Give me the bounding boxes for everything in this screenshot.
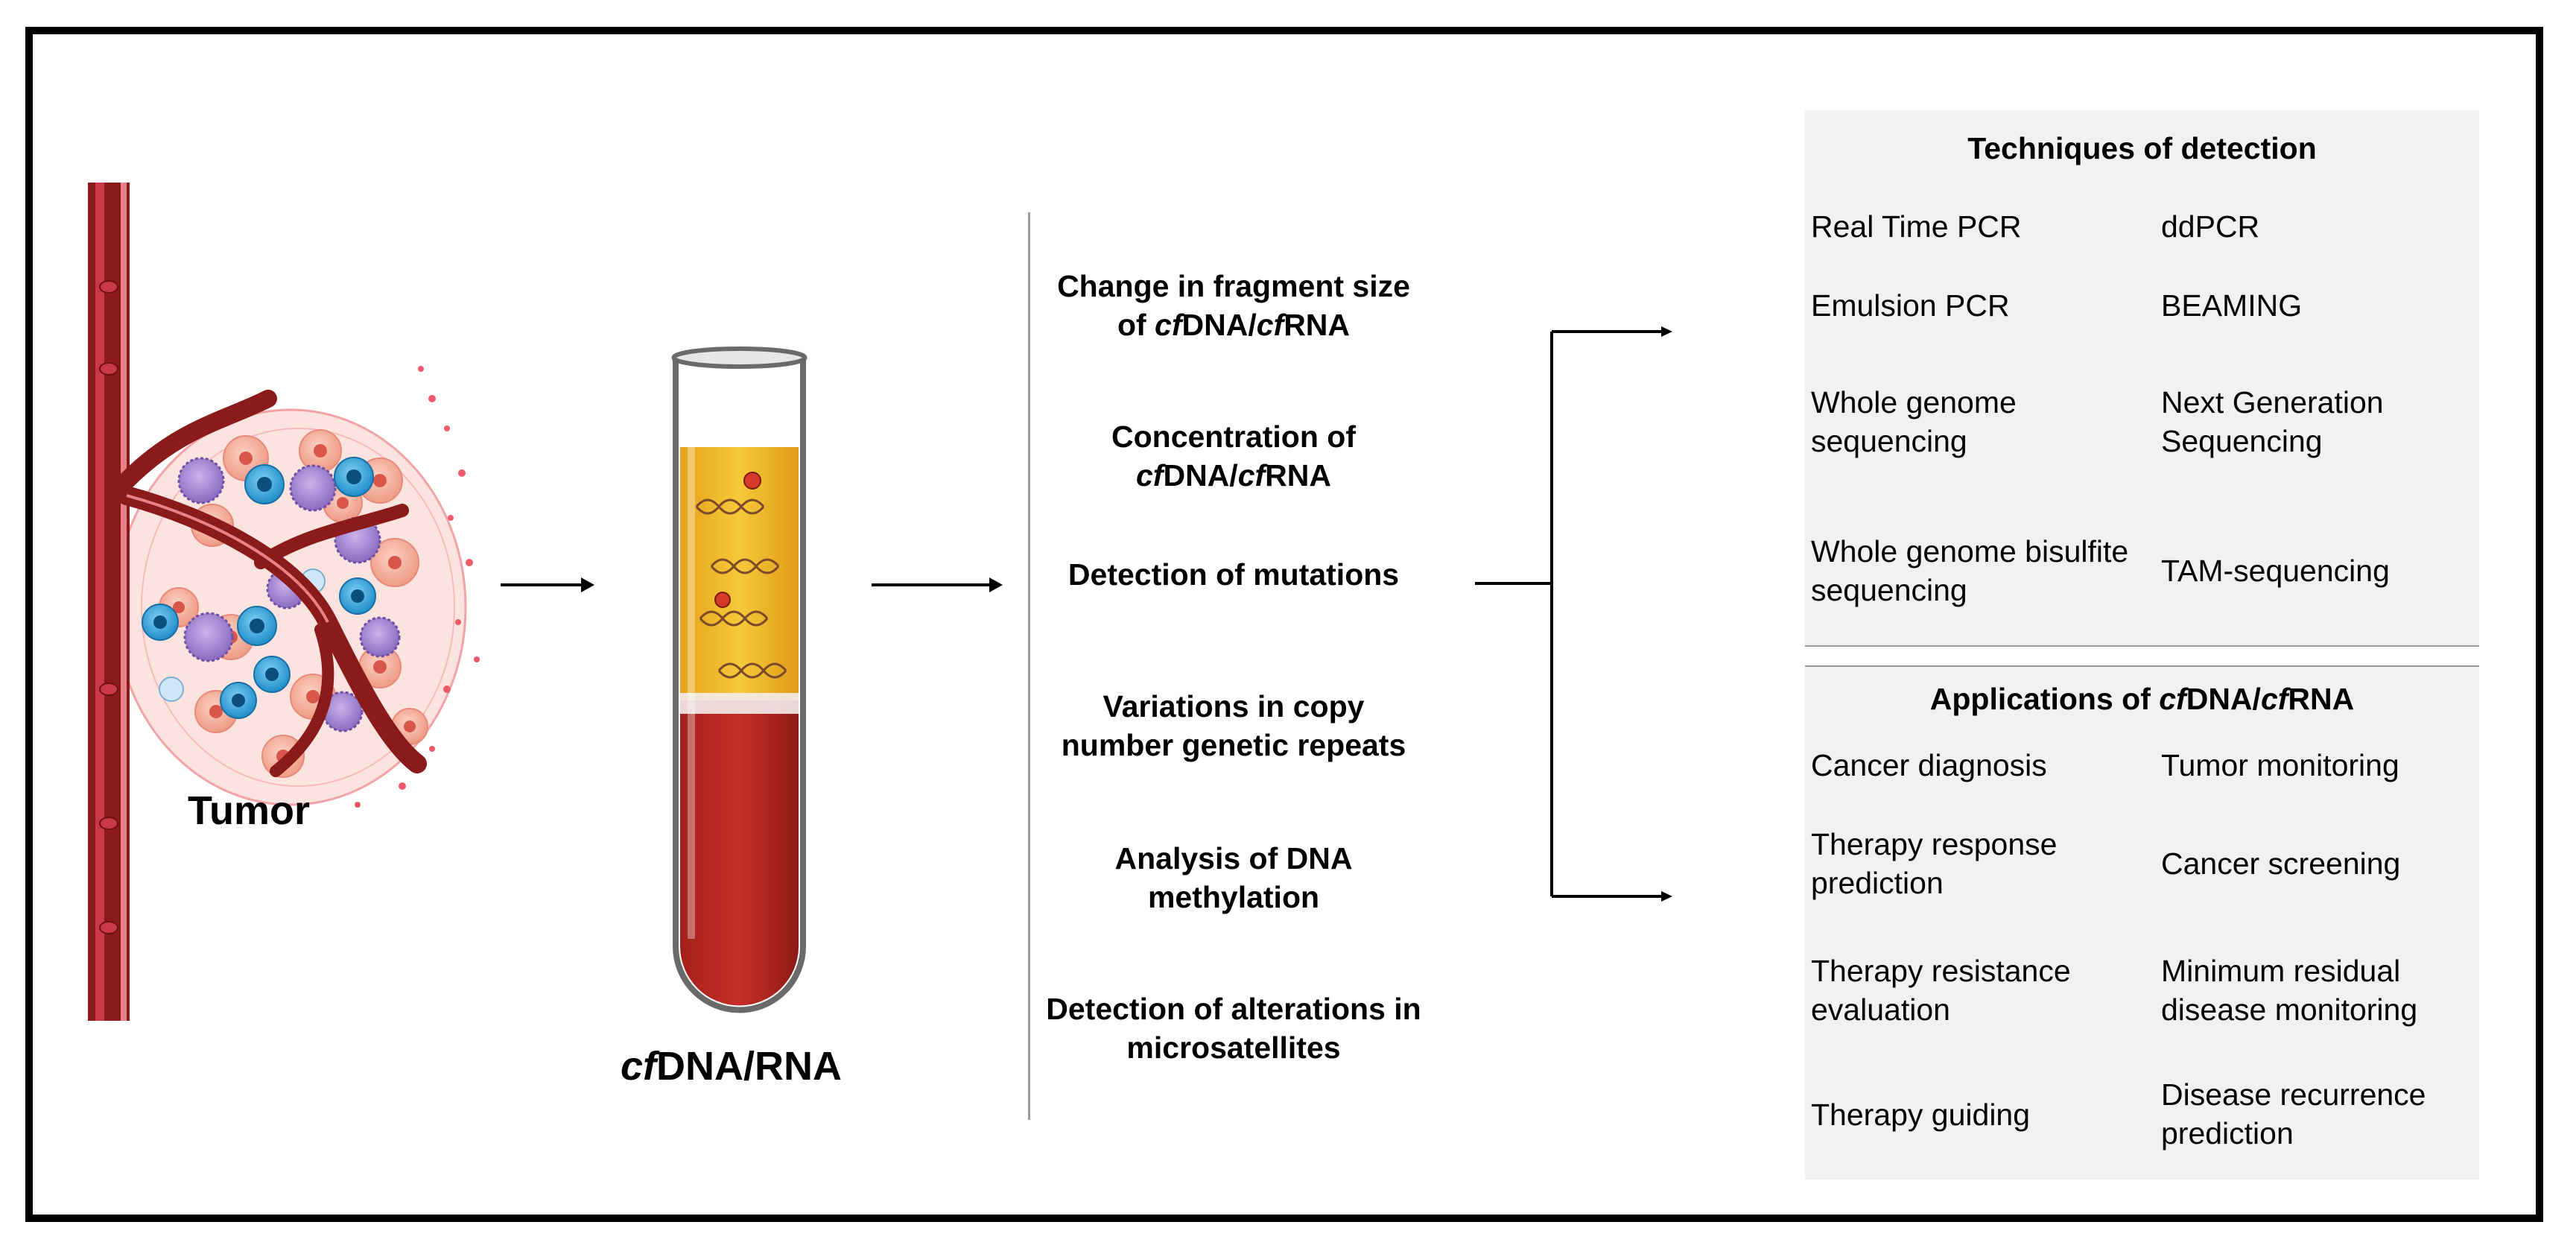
measurement-line: Change in fragment size (1010, 267, 1457, 305)
technique-item: BEAMING (2161, 288, 2303, 323)
measurement-text-italic-segment: cf (1256, 308, 1284, 342)
panel-separator-top (1805, 645, 2479, 647)
application-item: Cancer diagnosis (1811, 748, 2047, 782)
measurement-line: Concentration of (1010, 417, 1457, 456)
technique-item: Emulsion PCR (1811, 288, 2010, 323)
measurement-line: Variations in copy (1010, 687, 1457, 726)
panel-separator-bottom (1805, 665, 2479, 667)
measurement-mutations: Detection of mutations (1010, 555, 1457, 594)
tube-label-italic: cf (621, 1044, 657, 1089)
test-tube-illustration (671, 346, 808, 1013)
applications-title-segment: DNA/ (2186, 682, 2261, 716)
arrow-to-tube (501, 577, 594, 592)
measurement-text-segment: number genetic repeats (1061, 728, 1406, 762)
measurement-methylation: Analysis of DNA methylation (1010, 839, 1457, 916)
applications-title-italic-segment: cf (2159, 682, 2186, 716)
applications-panel: Applications of cfDNA/cfRNA Cancer diagn… (1805, 667, 2479, 1180)
measurement-line: Detection of mutations (1010, 555, 1457, 594)
measurement-line: cfDNA/cfRNA (1010, 456, 1457, 495)
applications-title-segment: RNA (2288, 682, 2355, 716)
measurement-text-segment: RNA (1284, 308, 1351, 342)
bracket-arrows (1475, 326, 1672, 902)
technique-item: Real Time PCR (1811, 209, 2022, 244)
application-item: Tumor monitoring (2161, 748, 2399, 782)
applications-title: Applications of cfDNA/cfRNA (1805, 682, 2479, 717)
technique-item: ddPCR (2161, 209, 2260, 244)
tumor-illustration (88, 183, 480, 1021)
measurement-text-italic-segment: cf (1237, 458, 1266, 493)
measurement-microsatellites: Detection of alterations in microsatellit… (1010, 990, 1457, 1067)
measurement-text-segment: DNA/ (1181, 308, 1257, 342)
arrow-to-measurements (872, 577, 1003, 592)
techniques-panel: Techniques of detection Real Time PCR dd… (1805, 110, 2479, 645)
measurement-copy-number: Variations in copy number genetic repeats (1010, 687, 1457, 764)
measurement-text-segment: RNA (1265, 458, 1331, 493)
tube-label-rest: DNA/RNA (656, 1044, 843, 1089)
measurement-line: of cfDNA/cfRNA (1010, 305, 1457, 344)
measurement-line: number genetic repeats (1010, 726, 1457, 764)
measurement-text-segment: Detection of alterations in (1046, 992, 1421, 1026)
measurement-line: microsatellites (1010, 1028, 1457, 1067)
tube-label: cfDNA/RNA (621, 1043, 842, 1089)
technique-item: TAM-sequencing (2161, 554, 2390, 588)
measurement-text-segment: microsatellites (1126, 1030, 1341, 1065)
figure-frame (25, 27, 2543, 1222)
measurement-line: Analysis of DNA (1010, 839, 1457, 878)
measurement-line: Detection of alterations in (1010, 990, 1457, 1028)
vertical-divider (1028, 212, 1030, 1120)
applications-title-italic-segment: cf (2260, 682, 2288, 716)
tumor-label: Tumor (188, 788, 310, 833)
applications-title-segment: Applications of (1929, 682, 2160, 716)
measurement-text-italic-segment: cf (1155, 308, 1182, 342)
measurement-text-segment: of (1117, 308, 1155, 342)
application-item: Therapy guiding (1811, 1098, 2031, 1132)
techniques-title: Techniques of detection (1967, 131, 2317, 165)
application-item: Cancer screening (2161, 846, 2401, 881)
measurement-text-segment: methylation (1147, 880, 1320, 914)
measurement-line: methylation (1010, 878, 1457, 916)
measurement-text-segment: Analysis of DNA (1114, 841, 1353, 876)
measurement-text-italic-segment: cf (1136, 458, 1164, 493)
measurement-text-segment: Concentration of (1111, 419, 1356, 454)
measurement-text-segment: Variations in copy (1103, 689, 1365, 724)
measurement-text-segment: DNA/ (1163, 458, 1238, 493)
measurement-text-segment: Change in fragment size (1057, 269, 1410, 303)
measurement-text-segment: Detection of mutations (1067, 557, 1400, 592)
